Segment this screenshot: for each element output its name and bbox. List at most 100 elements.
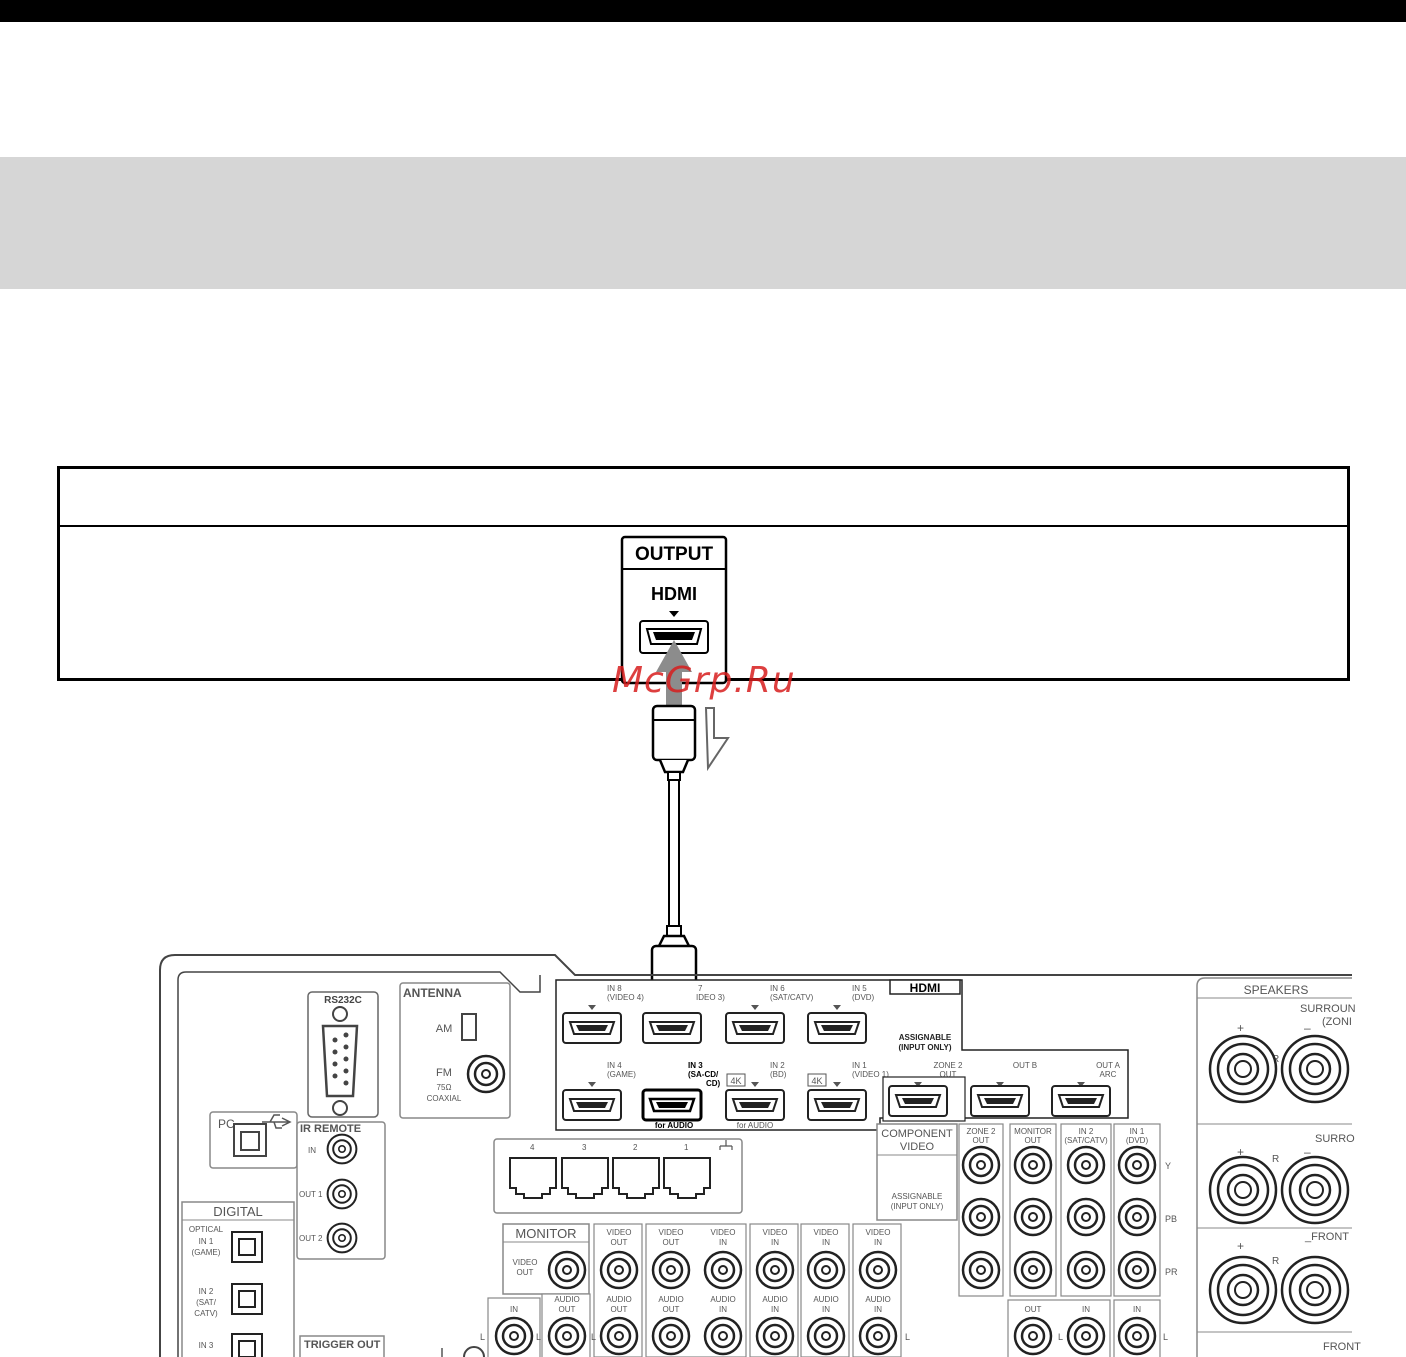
optical-in2-port[interactable] [231, 1283, 263, 1315]
comp-jack[interactable] [1117, 1145, 1157, 1185]
rs232c-port[interactable]: RS232C [307, 991, 379, 1118]
comp-jack[interactable] [961, 1145, 1001, 1185]
lan-port-3[interactable] [561, 1157, 609, 1199]
optical-in2-sub1: (SAT/ [196, 1298, 217, 1307]
ir-in-label: IN [308, 1146, 316, 1155]
speakers-label: SPEAKERS [1244, 983, 1309, 997]
hdmi-outa-arc-port[interactable] [1051, 1085, 1111, 1117]
speaker-terminal[interactable] [1280, 1034, 1350, 1104]
hdmi-in5-port[interactable] [807, 1012, 867, 1044]
speaker-terminal[interactable] [1208, 1034, 1278, 1104]
monitor-video-out-jack[interactable] [547, 1250, 587, 1290]
audio-jack[interactable] [494, 1316, 534, 1356]
video-jack[interactable] [755, 1250, 795, 1290]
ir-out2-jack[interactable] [326, 1222, 358, 1254]
lan-port-4[interactable] [509, 1157, 557, 1199]
component-assignable-label: ASSIGNABLE [892, 1192, 943, 1201]
audio-jack[interactable] [1066, 1316, 1106, 1356]
device-panel-divider [60, 525, 1347, 527]
video-label: VIDEO [763, 1228, 788, 1237]
hdmi-in4-port[interactable] [562, 1089, 622, 1121]
plus-label: + [1237, 1021, 1244, 1035]
speaker-terminal[interactable] [1280, 1155, 1350, 1225]
comp-zone2-sub: OUT [973, 1136, 990, 1145]
audio-jack[interactable] [1013, 1316, 1053, 1356]
hdmi-in6-label: IN 6 [770, 984, 785, 993]
hdmi-zone2-out-port[interactable] [888, 1085, 948, 1117]
video-jack[interactable] [858, 1250, 898, 1290]
l-label: L [1058, 1332, 1063, 1342]
ir-remote-label: IR REMOTE [300, 1123, 361, 1135]
comp-jack[interactable] [1066, 1250, 1106, 1290]
fm-terminal[interactable] [466, 1054, 506, 1094]
audio-jack[interactable] [703, 1316, 743, 1356]
hdmi-in8-label: IN 8 [607, 984, 622, 993]
comp-jack[interactable] [1013, 1250, 1053, 1290]
lan-3-label: 3 [582, 1143, 587, 1152]
hdmi-in7-port[interactable] [642, 1012, 702, 1044]
audio-jack[interactable] [599, 1316, 639, 1356]
audio-jack[interactable] [651, 1316, 691, 1356]
comp-pb-label: PB [1165, 1214, 1177, 1224]
receiver-rear-panel: RS232C ANTENNA AM FM 75Ω COAXIAL PC [159, 954, 1361, 1357]
hdmi-in4-sub: (GAME) [607, 1070, 636, 1079]
ground-terminal[interactable] [463, 1346, 485, 1357]
speaker-terminal[interactable] [1208, 1255, 1278, 1325]
comp-jack[interactable] [1013, 1197, 1053, 1237]
trigger-out-section: TRIGGER OUT [299, 1335, 385, 1357]
l-label: L [536, 1332, 541, 1342]
usb-b-port[interactable] [233, 1123, 267, 1157]
video-jack[interactable] [806, 1250, 846, 1290]
ir-remote-section: IR REMOTE IN OUT 1 OUT 2 [296, 1121, 386, 1260]
ir-out1-jack[interactable] [326, 1178, 358, 1210]
audio-label: AUDIO [813, 1295, 838, 1304]
lan-port-2[interactable] [612, 1157, 660, 1199]
comp-jack[interactable] [1117, 1250, 1157, 1290]
ir-in-jack[interactable] [326, 1133, 358, 1165]
hdmi-in3-port[interactable] [641, 1088, 703, 1122]
audio-jack[interactable] [1117, 1316, 1157, 1356]
hdmi-cable [668, 779, 680, 927]
comp-jack[interactable] [961, 1250, 1001, 1290]
out-label: OUT [559, 1305, 576, 1314]
hdmi-outa-sub: ARC [1100, 1070, 1117, 1079]
hdmi-in2-sub: (BD) [770, 1070, 787, 1079]
am-terminal[interactable] [461, 1013, 477, 1041]
speaker-terminal[interactable] [1280, 1255, 1350, 1325]
comp-zone2-label: ZONE 2 [967, 1127, 996, 1136]
comp-jack[interactable] [1066, 1145, 1106, 1185]
comp-jack[interactable] [1117, 1197, 1157, 1237]
digital-label: DIGITAL [213, 1204, 263, 1219]
hdmi-label: HDMI [651, 584, 697, 604]
comp-jack[interactable] [1013, 1145, 1053, 1185]
video-jack[interactable] [703, 1250, 743, 1290]
hdmi-in6-sub: (SAT/CATV) [770, 993, 814, 1002]
l-label: L [905, 1332, 910, 1342]
optical-in1-port[interactable] [231, 1231, 263, 1263]
speaker-terminal[interactable] [1208, 1155, 1278, 1225]
comp-jack[interactable] [1066, 1197, 1106, 1237]
audio-jack[interactable] [858, 1316, 898, 1356]
hdmi-in2-port[interactable] [725, 1089, 785, 1121]
l-label: L [591, 1332, 596, 1342]
hdmi-in1-port[interactable] [807, 1089, 867, 1121]
optical-in2-label: IN 2 [199, 1287, 214, 1296]
lan-port-1[interactable] [663, 1157, 711, 1199]
video-jack[interactable] [651, 1250, 691, 1290]
hdmi-in7-label: 7 [698, 984, 703, 993]
audio-label: AUDIO [554, 1295, 579, 1304]
hdmi-in6-port[interactable] [725, 1012, 785, 1044]
signal-flow-arrow [704, 707, 730, 772]
audio-jack[interactable] [806, 1316, 846, 1356]
in-label: IN [874, 1238, 882, 1247]
video-jack[interactable] [599, 1250, 639, 1290]
hdmi-outb-port[interactable] [970, 1085, 1030, 1117]
in-label: IN [771, 1305, 779, 1314]
hdmi-in8-port[interactable] [562, 1012, 622, 1044]
hdmi-in7-sub: IDEO 3) [696, 993, 725, 1002]
optical-in3-port[interactable] [231, 1333, 263, 1357]
in-label: IN [822, 1305, 830, 1314]
audio-jack[interactable] [547, 1316, 587, 1356]
audio-jack[interactable] [755, 1316, 795, 1356]
comp-jack[interactable] [961, 1197, 1001, 1237]
